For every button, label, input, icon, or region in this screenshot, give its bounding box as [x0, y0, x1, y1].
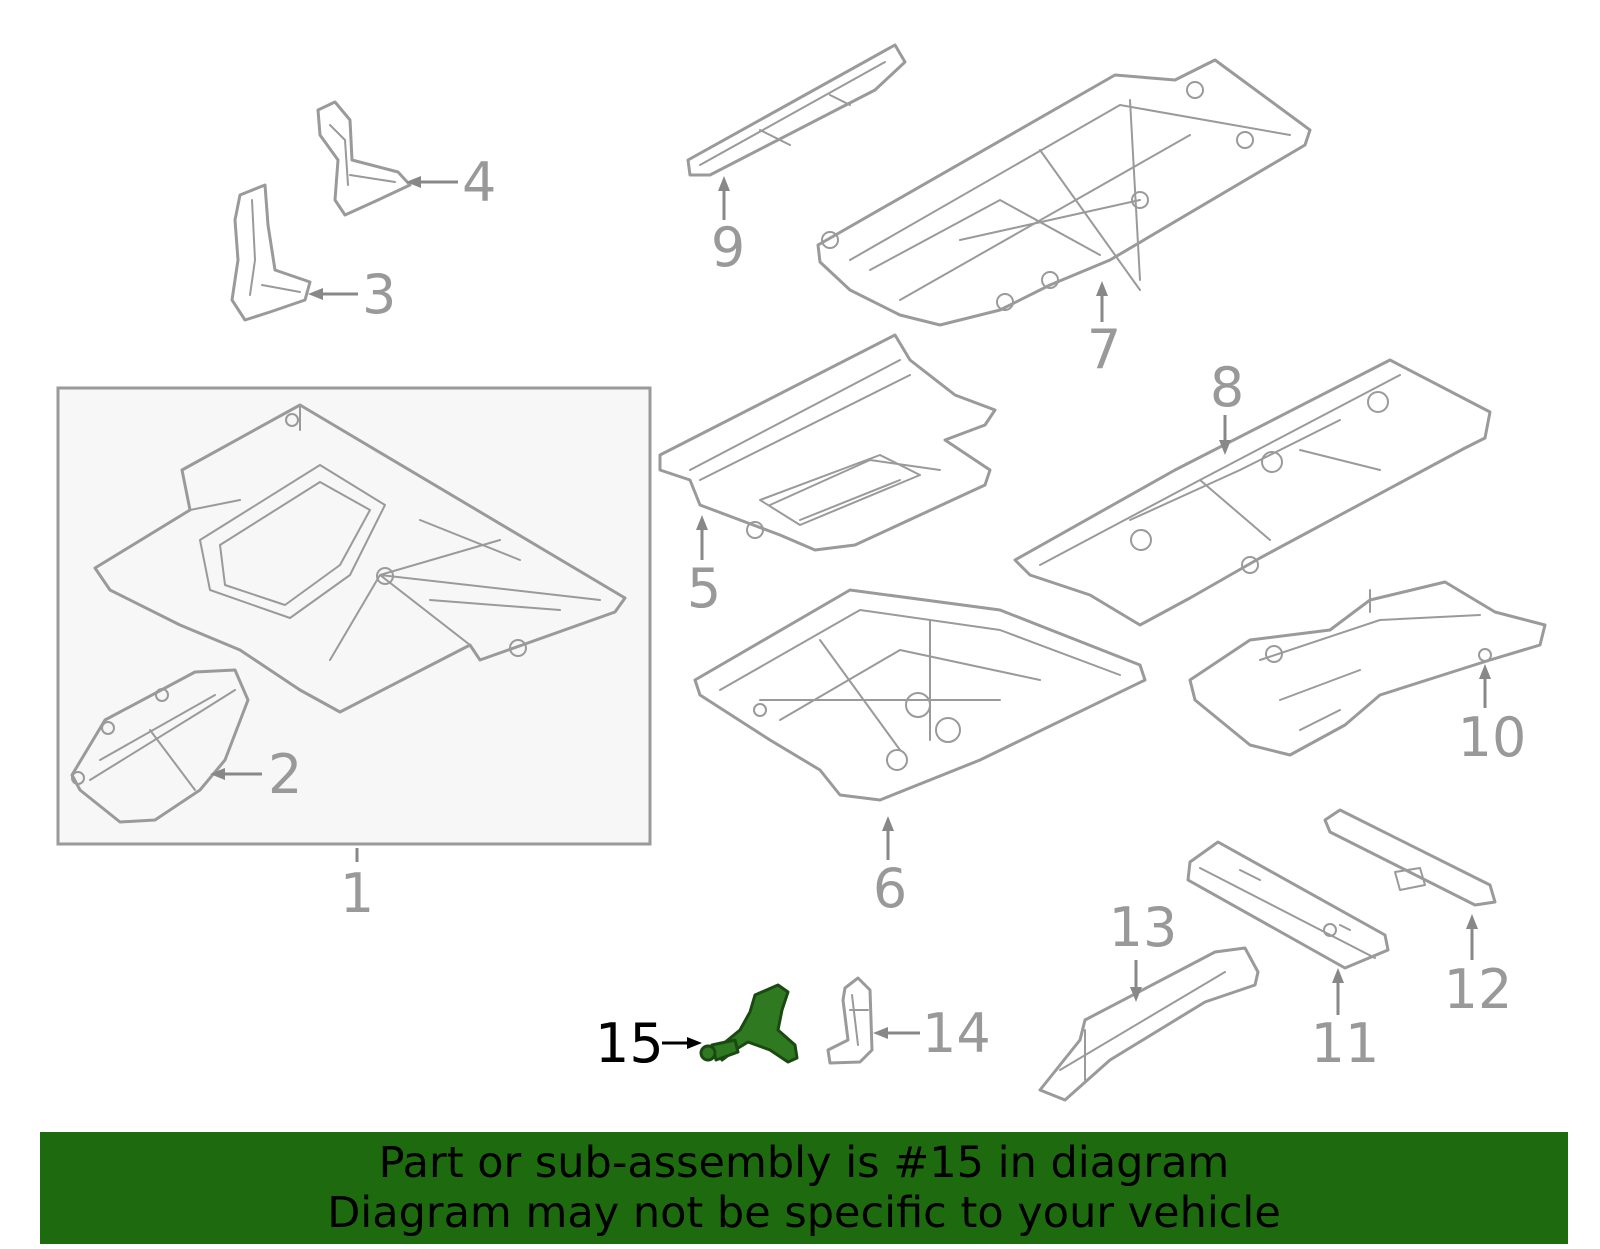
callout-15: 15: [595, 1012, 664, 1075]
callout-4: 4: [462, 151, 496, 214]
part-4-bracket[interactable]: [316, 100, 412, 217]
part-8-shield[interactable]: [1013, 358, 1492, 627]
part-12-rail[interactable]: [1323, 808, 1497, 907]
callout-1: 1: [340, 862, 374, 925]
callout-labels: 1 2 3 4 5 6 7 8 9 10 11 12 13 14 15: [268, 151, 1526, 1075]
part-14-bracket[interactable]: [826, 976, 874, 1065]
leader-lines: [210, 176, 1491, 1049]
callout-7: 7: [1087, 318, 1121, 381]
callout-11: 11: [1311, 1012, 1380, 1075]
part-15-bracket-highlighted[interactable]: [699, 983, 799, 1064]
callout-10: 10: [1458, 706, 1527, 769]
callout-14: 14: [922, 1002, 991, 1065]
callout-13: 13: [1109, 896, 1178, 959]
part-13-shield[interactable]: [1038, 946, 1260, 1102]
part-1-shield[interactable]: [93, 403, 627, 714]
part-2-shield[interactable]: [70, 668, 250, 824]
callout-3: 3: [362, 263, 396, 326]
part-9-rail[interactable]: [686, 43, 907, 177]
callout-2: 2: [268, 743, 302, 806]
callout-8: 8: [1210, 356, 1244, 419]
callout-5: 5: [687, 557, 721, 620]
part-7-shield[interactable]: [816, 58, 1312, 327]
banner-line-1: Part or sub-assembly is #15 in diagram: [378, 1138, 1230, 1188]
banner-line-2: Diagram may not be specific to your vehi…: [327, 1188, 1281, 1238]
part-info-banner: Part or sub-assembly is #15 in diagram D…: [40, 1132, 1568, 1244]
part-10-shield[interactable]: [1188, 580, 1547, 757]
part-6-shield[interactable]: [693, 588, 1147, 802]
part-5-shield[interactable]: [658, 333, 997, 552]
part-3-bracket[interactable]: [230, 183, 312, 322]
assembly-1-frame: [56, 386, 652, 846]
callout-9: 9: [711, 216, 745, 279]
part-11-plate[interactable]: [1186, 840, 1390, 970]
callout-6: 6: [873, 857, 907, 920]
callout-12: 12: [1444, 958, 1513, 1021]
